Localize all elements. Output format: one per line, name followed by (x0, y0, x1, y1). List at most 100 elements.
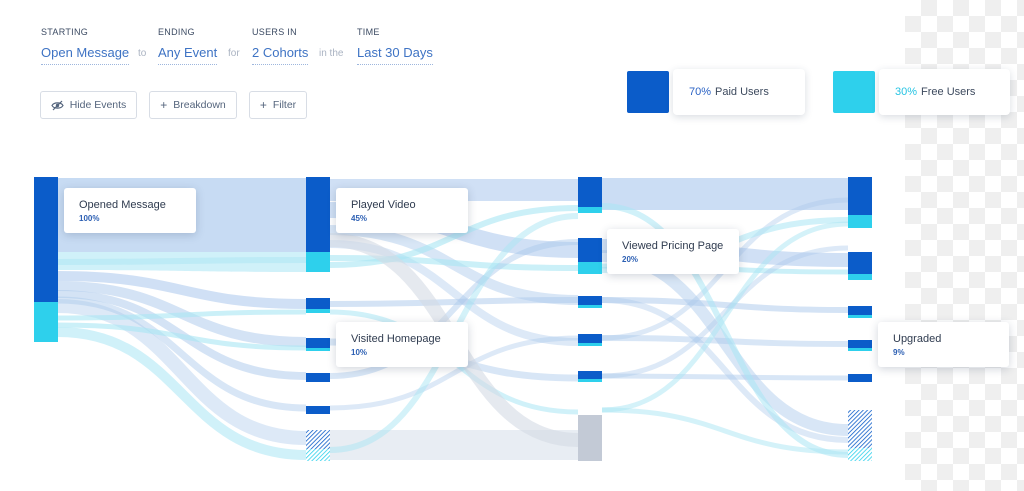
flow-link (57, 309, 307, 321)
node-step2-e-paid[interactable] (306, 406, 330, 414)
flow-link (601, 245, 849, 379)
for-connector: for (228, 48, 240, 59)
node-step4-b-free[interactable] (848, 274, 872, 280)
node-played-video-free[interactable] (306, 252, 330, 272)
callout-percent: 10% (351, 348, 368, 357)
flow-link (57, 327, 307, 460)
flow-link (601, 203, 849, 458)
flow-link (601, 297, 849, 443)
breakdown-button[interactable]: + Breakdown (149, 91, 237, 119)
flow-dropoff (330, 430, 578, 460)
flow-link (57, 322, 307, 351)
in-the-connector: in the (319, 48, 344, 59)
node-step2-b-paid[interactable] (306, 298, 330, 309)
flow-link (329, 205, 579, 268)
flow-link (57, 271, 307, 309)
node-step4-a-free[interactable] (848, 215, 872, 228)
callout-title: Played Video (351, 199, 416, 211)
callout-visited-homepage[interactable]: Visited Homepage 10% (336, 322, 468, 367)
flow-link (329, 297, 579, 307)
node-step2-other-paid[interactable] (306, 430, 330, 449)
flow-link (57, 299, 307, 445)
plus-icon: + (160, 98, 168, 112)
flow-link (601, 297, 849, 313)
filter-label: Filter (272, 99, 297, 111)
node-step2-b-free[interactable] (306, 309, 330, 313)
node-step3-dropoff[interactable] (578, 415, 602, 461)
free-users-legend-item[interactable]: 30% Free Users (879, 69, 1010, 115)
time-range-select[interactable]: Last 30 Days (357, 45, 433, 65)
starting-event-select[interactable]: Open Message (41, 45, 130, 65)
plus-icon: + (259, 98, 267, 112)
callout-viewed-pricing-page[interactable]: Viewed Pricing Page 20% (607, 229, 739, 274)
callout-title: Visited Homepage (351, 333, 441, 345)
cohorts-select[interactable]: 2 Cohorts (252, 45, 309, 65)
eye-slash-icon (50, 100, 64, 111)
node-step4-b-paid[interactable] (848, 252, 872, 274)
starting-label: STARTING (41, 27, 89, 37)
ending-label: ENDING (158, 27, 195, 37)
callout-title: Viewed Pricing Page (622, 240, 724, 252)
node-step3-e-paid[interactable] (578, 371, 602, 379)
hide-events-button[interactable]: Hide Events (40, 91, 137, 119)
flow-link (601, 407, 849, 455)
callout-title: Opened Message (79, 199, 166, 211)
flow-link (57, 257, 307, 265)
node-step3-c-free[interactable] (578, 305, 602, 308)
node-step4-other-paid[interactable] (848, 410, 872, 448)
node-step3-c-paid[interactable] (578, 296, 602, 305)
paid-users-swatch (627, 71, 669, 113)
node-viewed-pricing-page-free[interactable] (578, 262, 602, 274)
node-opened-message-paid[interactable] (34, 177, 58, 302)
callout-percent: 100% (79, 214, 100, 223)
node-step3-d-free[interactable] (578, 343, 602, 346)
node-step4-other-free[interactable] (848, 448, 872, 461)
to-connector: to (138, 48, 147, 59)
node-upgraded-free[interactable] (848, 348, 872, 351)
node-step4-e-paid[interactable] (848, 374, 872, 382)
callout-percent: 20% (622, 255, 639, 264)
node-step3-e-free[interactable] (578, 379, 602, 382)
callout-title: Upgraded (893, 333, 942, 345)
flow-to-step-4 (602, 178, 848, 210)
flow-link (601, 221, 849, 413)
node-step2-d-paid[interactable] (306, 373, 330, 382)
users-in-label: USERS IN (252, 27, 297, 37)
flow-nodes (34, 177, 872, 461)
flow-link (601, 335, 849, 347)
node-step4-c-free[interactable] (848, 315, 872, 318)
paid-users-legend-item[interactable]: 70% Paid Users (673, 69, 805, 115)
callout-upgraded[interactable]: Upgraded 9% (878, 322, 1009, 367)
breakdown-label: Breakdown (173, 99, 226, 111)
flow-link (329, 335, 579, 411)
node-opened-message-free[interactable] (34, 302, 58, 342)
node-upgraded-paid[interactable] (848, 340, 872, 348)
node-visited-homepage-paid[interactable] (306, 338, 330, 348)
node-step3-d-paid[interactable] (578, 334, 602, 343)
callout-opened-message[interactable]: Opened Message 100% (64, 188, 196, 233)
flow-link (601, 373, 849, 381)
paid-users-label: Paid Users (715, 86, 769, 98)
hide-events-label: Hide Events (69, 99, 127, 111)
node-step3-a-paid[interactable] (578, 177, 602, 207)
time-label: TIME (357, 27, 380, 37)
flow-link (329, 255, 579, 271)
node-step3-a-free[interactable] (578, 207, 602, 213)
node-step2-other-free[interactable] (306, 449, 330, 461)
node-step4-c-paid[interactable] (848, 306, 872, 315)
free-users-label: Free Users (921, 86, 976, 98)
free-users-swatch (833, 71, 875, 113)
free-users-percent: 30% (895, 86, 918, 98)
node-viewed-pricing-page-paid[interactable] (578, 238, 602, 262)
node-played-video-paid[interactable] (306, 177, 330, 252)
callout-played-video[interactable]: Played Video 45% (336, 188, 468, 233)
node-step4-a-paid[interactable] (848, 177, 872, 215)
callout-percent: 45% (351, 214, 368, 223)
flow-link (329, 239, 579, 379)
filter-button[interactable]: + Filter (249, 91, 307, 119)
ending-event-select[interactable]: Any Event (158, 45, 218, 65)
node-visited-homepage-free[interactable] (306, 348, 330, 351)
callout-percent: 9% (893, 348, 905, 357)
paid-users-percent: 70% (689, 86, 712, 98)
